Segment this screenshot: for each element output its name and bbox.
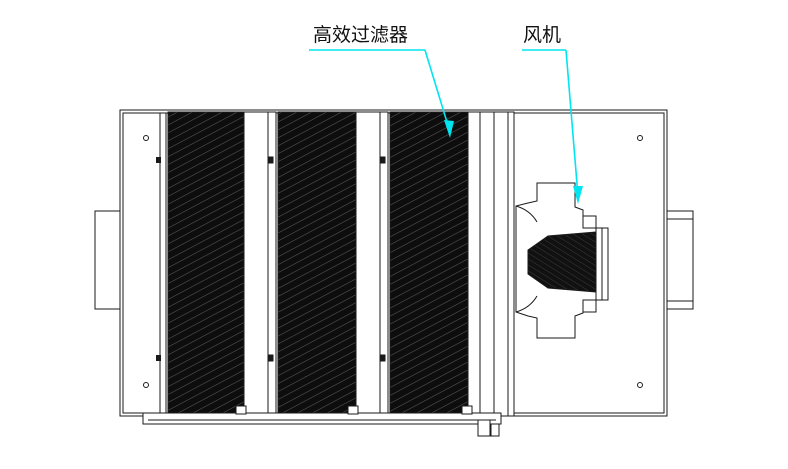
fan-label: 风机 [523, 24, 562, 46]
filter-panel-3 [389, 111, 469, 417]
filter-panel-2 [277, 111, 357, 417]
outlet-flange [666, 210, 694, 310]
bottom-rail [142, 405, 502, 437]
filter-label: 高效过滤器 [313, 24, 409, 46]
fan-leader-line [522, 49, 583, 204]
filter-panel-1 [167, 111, 245, 417]
fan-partition [467, 111, 515, 417]
inlet-flange [94, 210, 123, 310]
clip [156, 355, 161, 361]
clip [156, 157, 161, 163]
filter-frame-2 [355, 111, 389, 417]
filter-frame-1 [243, 111, 277, 417]
mounting-holes [143, 135, 643, 388]
filter-leader-line [309, 49, 454, 138]
fan-assembly [515, 182, 609, 339]
